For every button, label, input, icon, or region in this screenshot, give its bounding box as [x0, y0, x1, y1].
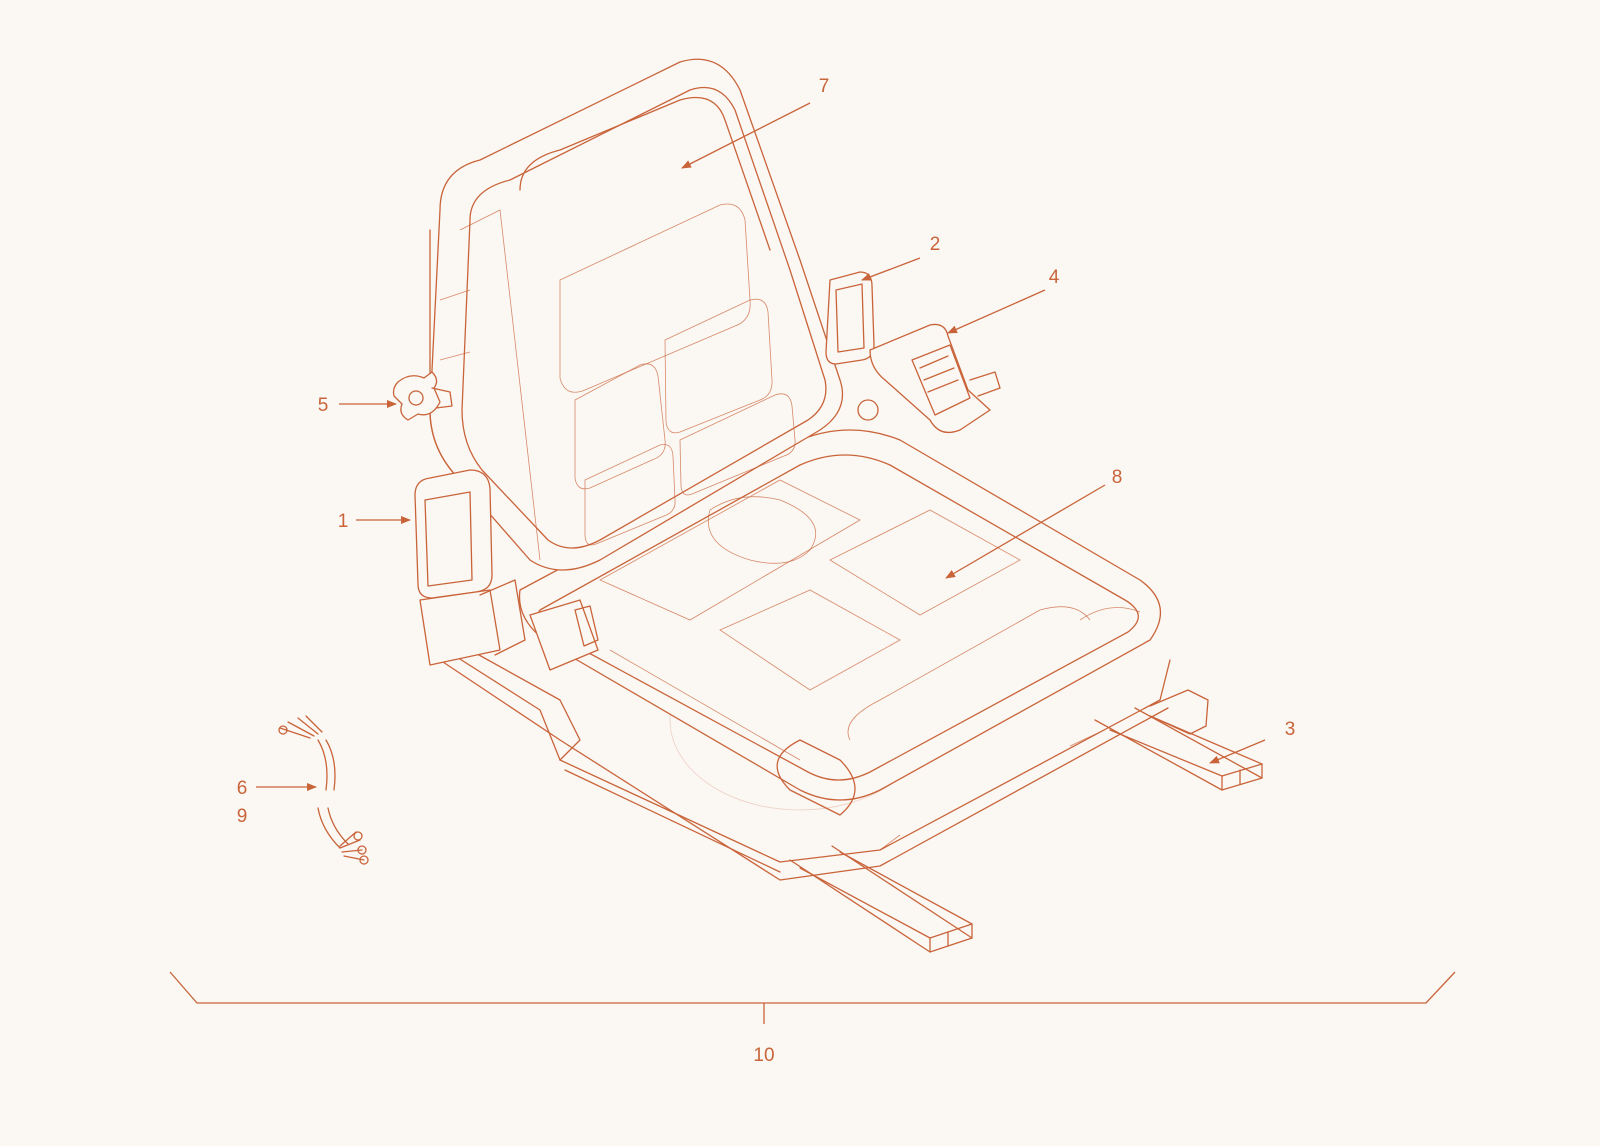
leader-lines [169, 102, 1456, 1024]
callout-7: 7 [819, 76, 830, 97]
hinge-cover-right [825, 271, 875, 365]
leader-8 [945, 484, 1106, 579]
callout-labels: 1 2 3 4 5 6 7 8 9 10 [237, 76, 1296, 1066]
leader-4 [947, 289, 1046, 334]
seat-slide-rails [789, 689, 1263, 953]
seatbelt-buckle [857, 323, 1001, 434]
bracket-10 [169, 971, 1456, 1004]
callout-9: 9 [237, 806, 248, 827]
wiring-harness [278, 715, 369, 865]
callout-4: 4 [1049, 267, 1060, 288]
callout-3: 3 [1285, 719, 1296, 740]
leader-7 [681, 102, 811, 169]
callout-5: 5 [318, 395, 329, 416]
adjustment-knob [392, 371, 453, 421]
hinge-cover-left [414, 469, 526, 666]
callout-6: 6 [237, 778, 248, 799]
seat-base-frame [429, 639, 1171, 881]
callout-10: 10 [753, 1045, 774, 1066]
callout-8: 8 [1112, 467, 1123, 488]
leader-2 [861, 257, 921, 281]
callout-1: 1 [338, 511, 349, 532]
callout-2: 2 [930, 234, 941, 255]
leader-3 [1209, 739, 1266, 764]
seatbelt-tongue [529, 599, 599, 671]
